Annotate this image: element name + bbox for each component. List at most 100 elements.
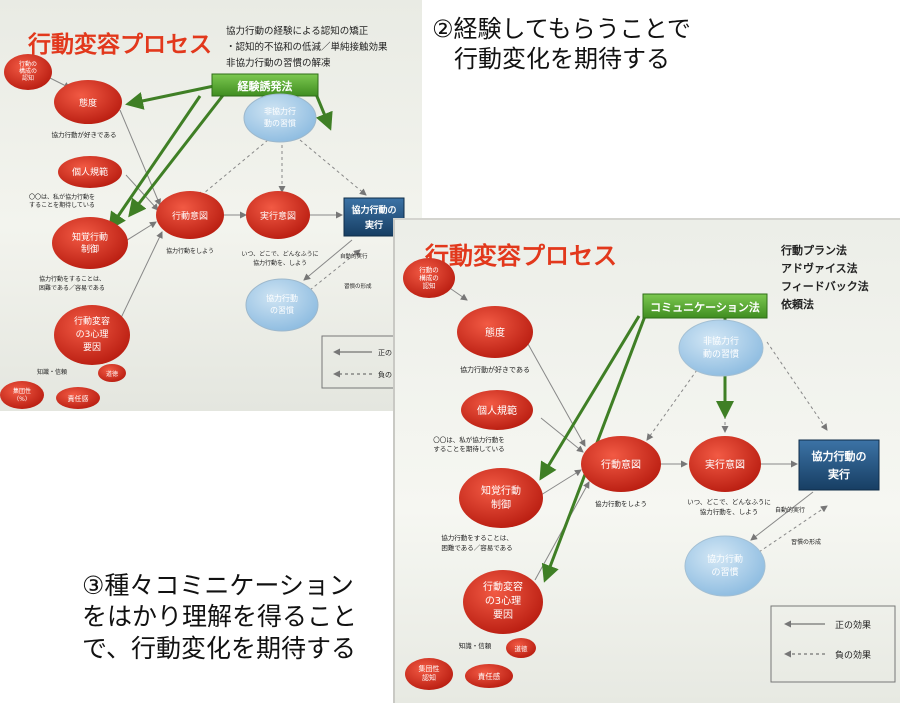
comm-method-label: コミュニケーション法: [650, 300, 760, 314]
node-motive-top: 行動の 構成の 認知: [403, 258, 455, 298]
svg-text:制御: 制御: [491, 498, 511, 511]
norm-caption-2: することを期待している: [29, 201, 95, 209]
node-implementation: 実行意図: [689, 436, 761, 492]
svg-text:集団性: 集団性: [13, 387, 31, 395]
svg-text:道徳: 道徳: [106, 370, 118, 378]
node-norm: 個人規範: [461, 390, 533, 430]
auto-exec-label: 自動的実行: [340, 252, 368, 260]
habit-form-label: 習慣の形成: [791, 538, 821, 546]
method-item-1: 行動プラン法: [780, 243, 847, 257]
node-norm: 個人規範: [58, 156, 122, 188]
slide-1-title: 行動変容プロセス: [27, 31, 212, 58]
svg-text:認知: 認知: [423, 281, 436, 290]
svg-text:正の効果: 正の効果: [835, 619, 871, 631]
node-noncoop-habit: 非協力行 動の習慣: [243, 93, 317, 143]
node-pbc: 知覚行動 制御: [52, 217, 128, 269]
svg-text:制御: 制御: [81, 243, 99, 255]
svg-text:行動意図: 行動意図: [172, 210, 208, 222]
svg-text:協力行動: 協力行動: [707, 553, 743, 565]
node-implementation: 実行意図: [246, 191, 310, 239]
intention-caption: 協力行動をしよう: [595, 499, 647, 508]
norm-caption-1: 〇〇は、私が協力行動を: [29, 193, 95, 201]
caption-step-2-line-1: ②経験してもらうことで: [432, 15, 691, 43]
node-psych-factors: 行動変容 の3心理 要因: [463, 570, 543, 634]
node-attitude: 態度: [54, 80, 122, 124]
svg-text:の習慣: の習慣: [711, 566, 738, 578]
slide-2-title: 行動変容プロセス: [424, 242, 617, 270]
pbc-caption-2: 困難である／容易である: [441, 543, 512, 552]
node-pbc: 知覚行動 制御: [459, 468, 543, 528]
svg-text:知覚行動: 知覚行動: [72, 231, 108, 243]
pbc-caption-1: 協力行動をすることは、: [39, 275, 105, 283]
svg-text:個人規範: 個人規範: [477, 404, 517, 417]
svg-text:行動変容: 行動変容: [483, 580, 523, 593]
svg-text:構成の: 構成の: [419, 273, 439, 282]
svg-text:態度: 態度: [79, 97, 97, 109]
norm-caption-2: することを期待している: [433, 444, 504, 453]
svg-text:協力行動の: 協力行動の: [812, 449, 867, 463]
attitude-caption: 協力行動が好きである: [460, 365, 530, 374]
node-bottom-group: 集団性 （%）: [0, 381, 44, 409]
svg-text:負の: 負の: [378, 370, 392, 379]
svg-text:の習慣: の習慣: [270, 305, 294, 315]
svg-text:道徳: 道徳: [515, 644, 529, 653]
svg-text:責任感: 責任感: [478, 671, 501, 681]
node-intention: 行動意図: [156, 191, 224, 239]
svg-text:の3心理: の3心理: [485, 595, 521, 607]
node-motive-top: 行動の 構成の 認知: [4, 54, 52, 90]
node-bottom-morality: 道徳: [98, 364, 126, 382]
node-bottom-responsibility: 責任感: [465, 664, 513, 688]
node-noncoop-habit: 非協力行 動の習慣: [678, 319, 764, 377]
svg-text:要因: 要因: [493, 609, 513, 621]
svg-text:態度: 態度: [485, 326, 505, 339]
svg-text:認知: 認知: [422, 673, 436, 682]
svg-text:要因: 要因: [83, 342, 101, 353]
slide-photo-1: 行動変容プロセス 協力行動の経験による認知の矯正 ・認知的不協和の低減／単純接触…: [0, 0, 422, 411]
psych-caption: 知識・信頼: [37, 368, 67, 376]
svg-text:動の習慣: 動の習慣: [264, 118, 296, 128]
slide-1-note-3: 非協力行動の習慣の解凍: [226, 57, 331, 69]
svg-text:（%）: （%）: [13, 396, 31, 403]
node-bottom-group: 集団性 認知: [405, 658, 453, 690]
pbc-caption-1: 協力行動をすることは、: [441, 533, 513, 542]
svg-text:行動変容: 行動変容: [74, 315, 110, 327]
svg-text:実行: 実行: [828, 467, 850, 481]
method-label: 経験誘発法: [238, 79, 293, 93]
slide-1-method-arrows: [108, 84, 333, 231]
slide-2-diagram: 行動変容プロセス 行動プラン法 アドヴァイス法 フィードバック法 依頼法 コミュ…: [403, 242, 896, 690]
node-intention: 行動意図: [581, 436, 661, 492]
slide-1-note-1: 協力行動の経験による認知の矯正: [226, 25, 369, 37]
svg-text:正の: 正の: [378, 349, 392, 357]
svg-text:行動の: 行動の: [419, 265, 439, 274]
svg-text:実行: 実行: [365, 219, 383, 231]
node-execute: 協力行動の 実行: [798, 439, 880, 491]
svg-text:非協力行: 非協力行: [703, 335, 739, 347]
caption-step-2: ②経験してもらうことで 行動変化を期待する: [432, 14, 691, 74]
caption-step-3: ③種々コミニケーション をはかり理解を得ること で、行動変化を期待する: [82, 570, 357, 664]
impl-caption-1: いつ、どこで、どんなふうに: [241, 250, 318, 258]
node-attitude: 態度: [457, 306, 533, 358]
svg-text:知覚行動: 知覚行動: [481, 484, 521, 497]
node-psych-factors: 行動変容 の3心理 要因: [54, 305, 130, 365]
slide-1-note-2: ・認知的不協和の低減／単純接触効果: [226, 41, 388, 53]
svg-text:責任感: 責任感: [68, 394, 89, 403]
method-box-communication: [642, 293, 768, 319]
slide-1-connectors: [43, 74, 367, 321]
svg-text:行動の: 行動の: [19, 60, 37, 68]
impl-caption-2: 協力行動を、しよう: [700, 507, 759, 516]
impl-caption-2: 協力行動を、しよう: [253, 259, 307, 267]
svg-text:行動意図: 行動意図: [601, 458, 641, 471]
slide-2-legend: 正の効果 負の効果: [770, 605, 896, 683]
auto-exec-label: 自動的実行: [775, 506, 805, 514]
pbc-caption-2: 困難である／容易である: [39, 284, 105, 292]
node-coop-habit: 協力行動 の習慣: [245, 278, 319, 332]
method-item-4: 依頼法: [781, 297, 814, 311]
svg-text:動の習慣: 動の習慣: [703, 348, 739, 360]
intention-caption: 協力行動をしよう: [166, 247, 214, 255]
attitude-caption: 協力行動が好きである: [52, 130, 117, 139]
node-bottom-morality: 道徳: [506, 638, 536, 658]
svg-text:認知: 認知: [22, 74, 34, 82]
caption-step-3-line-3: で、行動変化を期待する: [82, 633, 357, 663]
norm-caption-1: 〇〇は、私が協力行動を: [433, 435, 505, 444]
caption-step-3-line-1: ③種々コミニケーション: [82, 571, 354, 600]
